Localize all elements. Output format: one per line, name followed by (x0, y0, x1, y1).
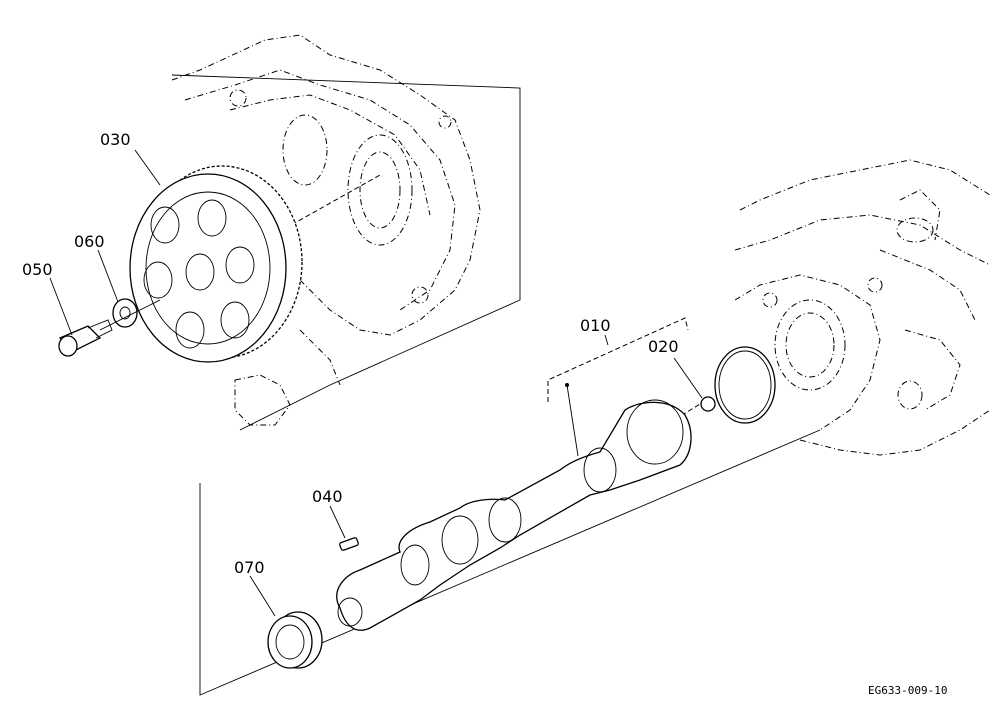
drawing-code: EG633-009-10 (868, 684, 947, 697)
camshaft-010 (336, 399, 692, 631)
bolt-050 (58, 319, 113, 357)
engine-block (734, 159, 991, 456)
label-030: 030 (100, 130, 131, 149)
upper-panel (58, 34, 521, 431)
key-040 (339, 537, 359, 551)
timing-gear-030 (129, 165, 303, 363)
label-070: 070 (234, 558, 265, 577)
label-010: 010 (580, 316, 611, 335)
oil-seal-070 (267, 611, 323, 669)
label-020: 020 (648, 337, 679, 356)
label-060: 060 (74, 232, 105, 251)
label-040: 040 (312, 487, 343, 506)
label-050: 050 (22, 260, 53, 279)
o-ring-020 (700, 346, 776, 424)
lower-panel (199, 317, 821, 696)
